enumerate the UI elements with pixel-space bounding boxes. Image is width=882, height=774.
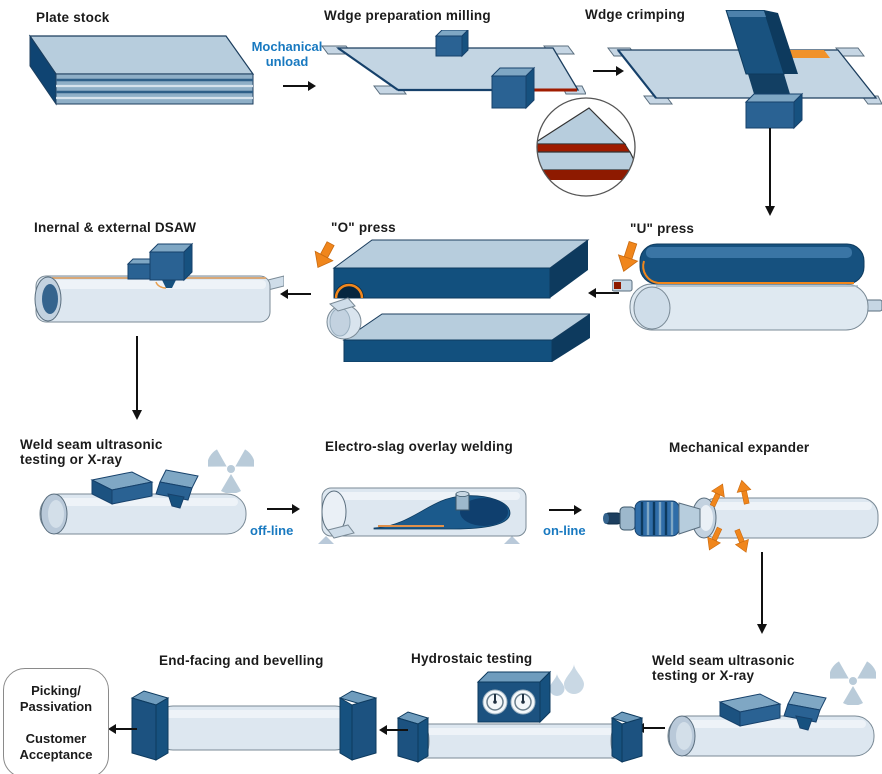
press-direction-arrow-icon: [314, 241, 335, 269]
end-facing-illustration: [130, 690, 378, 761]
flow-arrow-down-icon: [757, 552, 767, 634]
expansion-arrows-icon: [707, 479, 752, 553]
flow-arrow-down-icon: [765, 128, 775, 216]
ut-testing-illustration: [39, 469, 247, 535]
hydro-testing-illustration: [396, 670, 644, 763]
edge-crimping-illustration: [607, 10, 882, 130]
edge-milling-label: Wdge preparation milling: [324, 8, 491, 23]
water-droplets-icon: [549, 664, 584, 696]
flow-arrow-right-icon: [549, 505, 582, 515]
on-line-label: on-line: [543, 523, 586, 538]
plate-stock-label: Plate stock: [36, 10, 110, 25]
weld-seam-ut1-label: Weld seam ultrasonic testing or X-ray: [20, 437, 163, 468]
flow-arrow-right-icon: [267, 504, 300, 514]
flow-arrow-left-icon: [280, 289, 311, 299]
radiation-icon: [830, 661, 876, 705]
eso-welding-illustration: [318, 487, 527, 544]
final-acceptance-box: Picking/ Passivation Customer Acceptance: [3, 668, 109, 774]
mechanical-unload-label: Mochanical unload: [251, 39, 323, 69]
flow-arrow-left-icon: [379, 725, 408, 735]
edge-milling-illustration: [321, 30, 586, 110]
o-press-label: "O" press: [331, 220, 396, 235]
hydro-testing-label: Hydrostaic testing: [411, 651, 533, 666]
expander-illustration: [603, 479, 879, 553]
dsaw-illustration: [34, 242, 284, 323]
ut-testing-illustration: [667, 691, 875, 757]
eso-welding-label: Electro-slag overlay welding: [325, 439, 513, 454]
flow-arrow-down-icon: [132, 336, 142, 420]
flow-arrow-right-icon: [593, 66, 624, 76]
off-line-label: off-line: [250, 523, 294, 538]
flow-arrow-left-icon: [108, 724, 137, 734]
flow-arrow-left-icon: [588, 288, 619, 298]
radiation-icon: [208, 449, 254, 493]
final-acceptance-label: Picking/ Passivation Customer Acceptance: [19, 683, 93, 762]
plate-stock-illustration: [28, 34, 255, 106]
edge-crimping-label: Wdge crimping: [585, 7, 686, 22]
weld-seam-ut2-label: Weld seam ultrasonic testing or X-ray: [652, 653, 795, 684]
o-press-illustration: [314, 239, 590, 362]
u-press-label: "U" press: [630, 221, 695, 236]
u-press-illustration: [612, 241, 882, 331]
end-facing-label: End-facing and bevelling: [159, 653, 324, 668]
edge-detail-magnifier-icon: [536, 97, 636, 197]
expander-label: Mechanical expander: [669, 440, 810, 455]
flow-arrow-right-icon: [283, 81, 316, 91]
press-direction-arrow-icon: [617, 241, 639, 272]
dsaw-label: Inernal & external DSAW: [34, 220, 197, 235]
